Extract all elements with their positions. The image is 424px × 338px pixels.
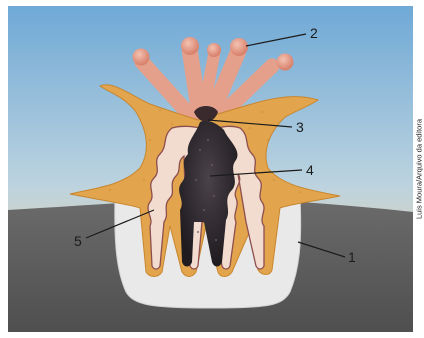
callout-3: 3 — [296, 119, 304, 135]
callout-4: 4 — [306, 162, 314, 178]
credit-text: Luis Moura/Arquivo da editora — [414, 119, 423, 219]
callout-1: 1 — [348, 249, 356, 265]
callout-5: 5 — [74, 233, 82, 249]
callout-2: 2 — [310, 25, 318, 41]
image-credit: Luis Moura/Arquivo da editora — [413, 6, 424, 332]
